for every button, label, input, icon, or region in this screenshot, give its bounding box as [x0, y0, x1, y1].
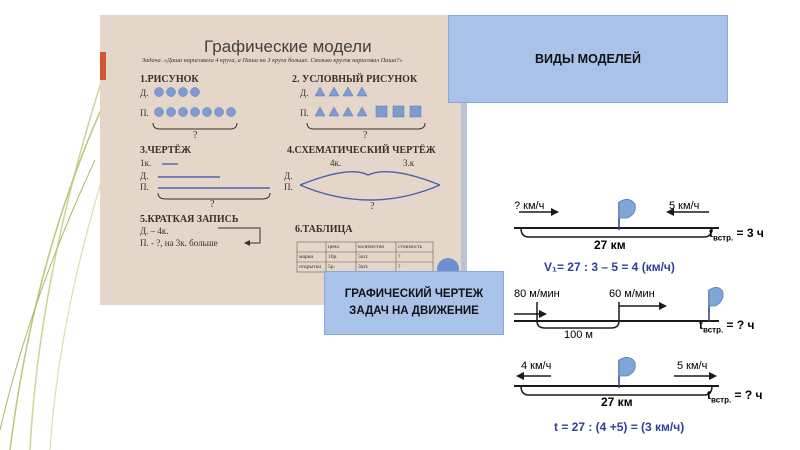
- section-short-line1: Д. – 4к.: [140, 226, 169, 236]
- table-cell: ?: [398, 254, 400, 260]
- card-motion-drawing-label: ГРАФИЧЕСКИЙ ЧЕРТЕЖ ЗАДАЧ НА ДВИЖЕНИЕ: [333, 286, 495, 320]
- p3-distance: 27 км: [601, 395, 633, 409]
- table-header-price: цена: [328, 244, 339, 250]
- section-drawing-d: Д.: [140, 171, 148, 181]
- section-drawing-question: ?: [210, 199, 214, 210]
- p3-speed-1: 4 км/ч: [521, 360, 551, 372]
- section-drawing-unit: 1к.: [140, 158, 151, 168]
- p1-speed-1: ? км/ч: [514, 200, 544, 212]
- table-cell: 5р.: [328, 264, 335, 270]
- section-schematic-title: 4.СХЕМАТИЧЕСКИЙ ЧЕРТЁЖ: [287, 145, 436, 156]
- p1-meeting-time: tвстр. = 3 ч: [709, 226, 764, 242]
- motion-problems-image: ? км/ч 5 км/ч 27 км tвстр. = 3 ч V₁= 27 …: [509, 192, 775, 438]
- section-picture-question: ?: [193, 130, 197, 141]
- section-schematic-question: ?: [370, 201, 374, 212]
- p1-formula: V₁= 27 : 3 – 5 = 4 (км/ч): [544, 260, 675, 274]
- section-schematic-p: П.: [284, 182, 293, 192]
- p3-meeting-time: tвстр. = ? ч: [707, 388, 763, 404]
- section-schematic-b: 3.к: [403, 158, 414, 168]
- section-schematic-d: Д.: [284, 171, 292, 181]
- section-conditional-title: 2. УСЛОВНЫЙ РИСУНОК: [292, 74, 417, 85]
- section-short-title: 5.КРАТКАЯ ЗАПИСЬ: [140, 214, 238, 225]
- p2-speed-1: 80 м/мин: [514, 288, 560, 300]
- section-drawing-p: П.: [140, 182, 149, 192]
- section-drawing-title: 3.ЧЕРТЁЖ: [140, 145, 191, 156]
- card-model-types: ВИДЫ МОДЕЛЕЙ: [448, 15, 728, 103]
- table-cell: марки: [299, 254, 313, 260]
- section-conditional-d: Д.: [300, 88, 308, 98]
- section-conditional-question: ?: [363, 130, 367, 141]
- card-motion-drawing: ГРАФИЧЕСКИЙ ЧЕРТЕЖ ЗАДАЧ НА ДВИЖЕНИЕ: [324, 271, 504, 335]
- p2-speed-2: 60 м/мин: [609, 288, 655, 300]
- table-cell: 5шт.: [358, 254, 368, 260]
- table-header-cost: стоимость: [398, 244, 422, 250]
- table-header-quantity: количество: [358, 244, 384, 250]
- section-schematic-a: 4к.: [330, 158, 341, 168]
- p1-distance: 27 км: [594, 238, 626, 252]
- section-conditional-p: П.: [300, 108, 309, 118]
- p2-meeting-time: tвстр. = ? ч: [699, 318, 755, 334]
- table-cell: ?: [398, 264, 400, 270]
- p3-speed-2: 5 км/ч: [677, 360, 707, 372]
- section-table-title: 6.ТАБЛИЦА: [295, 224, 353, 235]
- p2-distance: 100 м: [564, 329, 593, 341]
- accent-tab: [100, 52, 106, 80]
- table-cell: открытки: [299, 264, 321, 270]
- card-model-types-label: ВИДЫ МОДЕЛЕЙ: [535, 52, 641, 66]
- table-cell: 10р.: [328, 254, 338, 260]
- p1-speed-2: 5 км/ч: [669, 200, 699, 212]
- p3-formula: t = 27 : (4 +5) = (3 км/ч): [554, 420, 684, 434]
- section-short-line2: П. - ?, на 3к. больше: [140, 238, 218, 248]
- graphic-models-image: Графические модели Задача. «Даша нарисов…: [100, 15, 467, 305]
- table-cell: 3шт.: [358, 264, 368, 270]
